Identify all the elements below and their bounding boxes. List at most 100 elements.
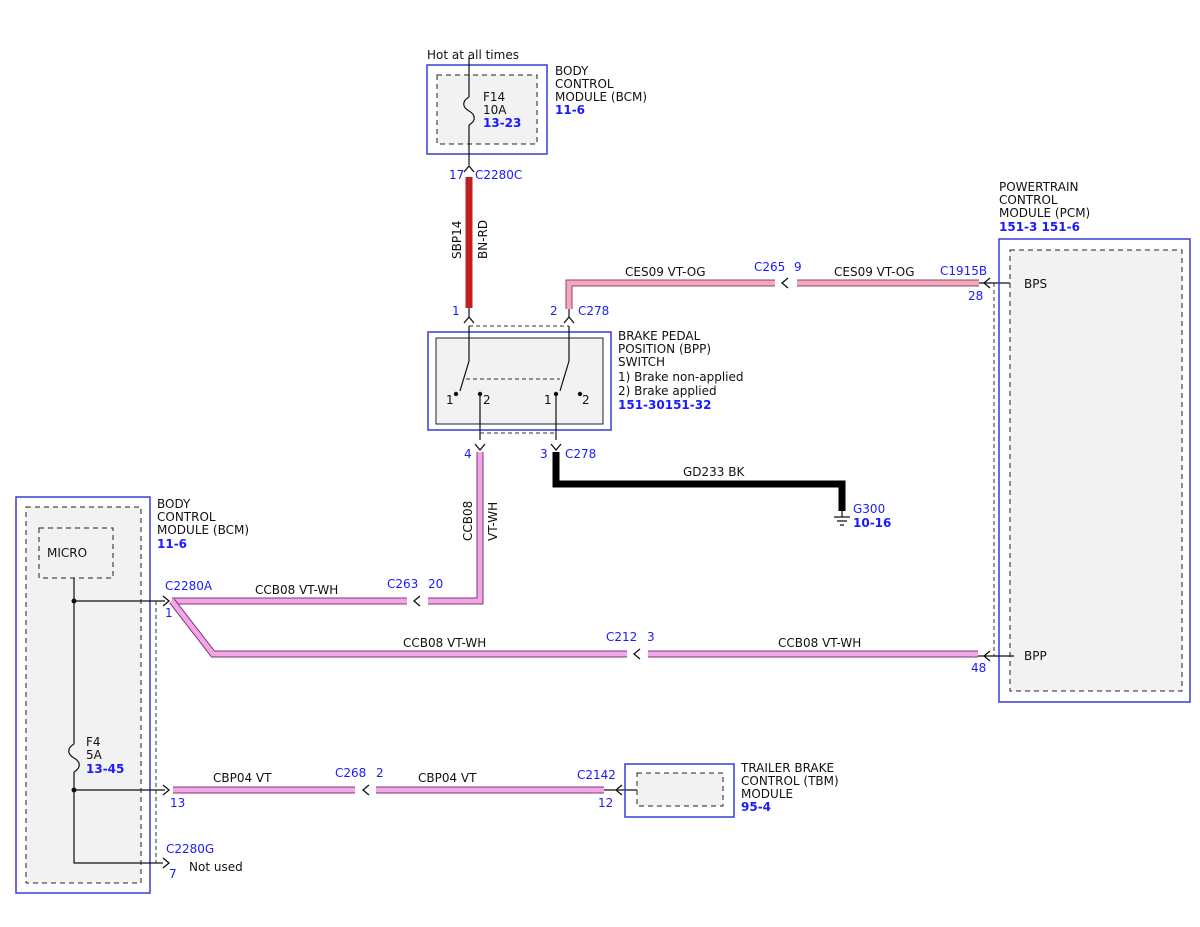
- bpp-pin1-arrow-icon: [463, 315, 475, 324]
- wire-ccb08-upper[interactable]: [428, 452, 483, 604]
- bpp-pin1: 1: [452, 304, 460, 318]
- c263-arrow-icon: [412, 595, 421, 607]
- fuse-f4-rating: 5A: [86, 748, 103, 762]
- wire-cbp04-right-label: CBP04 VT: [418, 771, 477, 785]
- wire-ces09-outline: [565, 279, 979, 309]
- bpp-pin4: 4: [464, 447, 472, 461]
- tbm-outline: [624, 763, 735, 818]
- pcm-ref[interactable]: 151-3 151-6: [999, 220, 1080, 234]
- bpp-ref[interactable]: 151-30151-32: [618, 398, 711, 412]
- wire-ces09[interactable]: [566, 280, 979, 309]
- wire-gd233-label: GD233 BK: [683, 465, 745, 479]
- bpp-pin2-arrow-icon: [563, 315, 575, 324]
- c2280c-arrow-icon: [463, 164, 475, 173]
- ground-icon: [834, 511, 850, 526]
- tbm-module[interactable]: [624, 763, 735, 818]
- fuse-f14-rating: 10A: [483, 103, 507, 117]
- c268-label: C268: [335, 766, 366, 780]
- tbm-arrow-icon: [614, 784, 623, 796]
- bcm-top-ref[interactable]: 11-6: [555, 103, 585, 117]
- g300-ref[interactable]: 10-16: [853, 516, 891, 530]
- bpp-switch-outline: [427, 331, 612, 431]
- c2280c-pin: 17: [449, 168, 464, 182]
- tbm-title-2: CONTROL (TBM): [741, 774, 839, 788]
- bpp-left-contact-1-label: 1: [446, 393, 454, 407]
- bcm-left-module[interactable]: [15, 496, 151, 894]
- c263-pin: 20: [428, 577, 443, 591]
- c268-pin: 2: [376, 766, 384, 780]
- c2280a-label: C2280A: [165, 579, 213, 593]
- bpp-switch-inner: [435, 337, 604, 425]
- pcm-bpp-arrow-icon: [982, 650, 991, 662]
- c2142-label: C2142: [577, 768, 616, 782]
- bcm-left-branches: [74, 600, 165, 791]
- c212-label: C212: [606, 630, 637, 644]
- bpp-state-2: 2) Brake applied: [618, 384, 717, 398]
- bpp-title-3: SWITCH: [618, 355, 665, 369]
- fuse-f14-ref[interactable]: 13-23: [483, 116, 521, 130]
- c265-arrow-icon: [780, 277, 789, 289]
- bpp-right-contact-1-label: 1: [544, 393, 552, 407]
- bcm-top-inner: [436, 74, 538, 145]
- bcm-top-title-2: CONTROL: [555, 77, 614, 91]
- bpp-switch-module[interactable]: [427, 331, 612, 431]
- wire-ces09-right-label: CES09 VT-OG: [834, 265, 915, 279]
- bcm-top-title-1: BODY: [555, 64, 589, 78]
- bpp-left-contact-2-label: 2: [483, 393, 491, 407]
- bpp-right-blade: [559, 326, 570, 392]
- pcm-bpp-label: BPP: [1024, 649, 1047, 663]
- bpp-left-blade: [459, 326, 470, 392]
- pin13-arrow-icon: [162, 784, 171, 796]
- c265-label: C265: [754, 260, 785, 274]
- wire-ces09-left-label: CES09 VT-OG: [625, 265, 706, 279]
- fuse-f4-ref[interactable]: 13-45: [86, 762, 124, 776]
- wire-ccb08-vert-circuit: CCB08: [461, 501, 475, 541]
- pin7-arrow-icon: [162, 857, 171, 869]
- c268-arrow-icon: [361, 784, 370, 796]
- bcm-top-module[interactable]: [426, 64, 548, 155]
- bpp-right-contact-2-label: 2: [582, 393, 590, 407]
- c212-pin: 3: [647, 630, 655, 644]
- bcm-left-pin7: 7: [169, 867, 177, 881]
- tbm-title-1: TRAILER BRAKE: [740, 761, 834, 775]
- bcm-left-junction-1: [71, 598, 77, 604]
- c2280g-label: C2280G: [166, 842, 214, 856]
- wire-sbp14-color: BN-RD: [476, 220, 490, 259]
- pcm-module[interactable]: [998, 238, 1191, 703]
- fuse-f4-name: F4: [86, 735, 101, 749]
- pcm-title-1: POWERTRAIN: [999, 180, 1079, 194]
- bcm-left-ref[interactable]: 11-6: [157, 537, 187, 551]
- pcm-bps-label: BPS: [1024, 277, 1047, 291]
- pcm-bps-pin: 28: [968, 289, 983, 303]
- fuse-f14-name: F14: [483, 90, 505, 104]
- wire-ccb08-vert-color: VT-WH: [486, 502, 500, 541]
- bcm-left-title-2: CONTROL: [157, 510, 216, 524]
- tbm-inner: [636, 772, 724, 807]
- tbm-title-3: MODULE: [741, 787, 793, 801]
- micro-block: [38, 527, 114, 579]
- bcm-top-title-3: MODULE (BCM): [555, 90, 647, 104]
- wire-ccb08-upper-label: CCB08 VT-WH: [255, 583, 338, 597]
- bpp-pin3-arrow-icon: [550, 443, 562, 452]
- wire-gd233[interactable]: [552, 452, 846, 511]
- bpp-pin3: 3: [540, 447, 548, 461]
- c2280c-name: C2280C: [475, 168, 522, 182]
- bpp-title-1: BRAKE PEDAL: [618, 329, 701, 343]
- tbm-ref[interactable]: 95-4: [741, 800, 771, 814]
- pcm-bps-arrow-icon: [982, 277, 991, 289]
- c265-pin: 9: [794, 260, 802, 274]
- bcm-left-pin13: 13: [170, 796, 185, 810]
- bcm-top-outline: [426, 64, 548, 155]
- c263-label: C263: [387, 577, 418, 591]
- c212-arrow-icon: [632, 648, 641, 660]
- bcm-left-outline: [15, 496, 151, 894]
- bcm-left-title-3: MODULE (BCM): [157, 523, 249, 537]
- wire-sbp14-circuit: SBP14: [450, 221, 464, 259]
- c278-bottom: C278: [565, 447, 596, 461]
- pcm-bpp-pin: 48: [971, 661, 986, 675]
- pcm-title-3: MODULE (PCM): [999, 206, 1090, 220]
- bpp-right-contact-2: [577, 391, 583, 397]
- wire-ccb08-lower[interactable]: [170, 599, 978, 657]
- pcm-outline: [998, 238, 1191, 703]
